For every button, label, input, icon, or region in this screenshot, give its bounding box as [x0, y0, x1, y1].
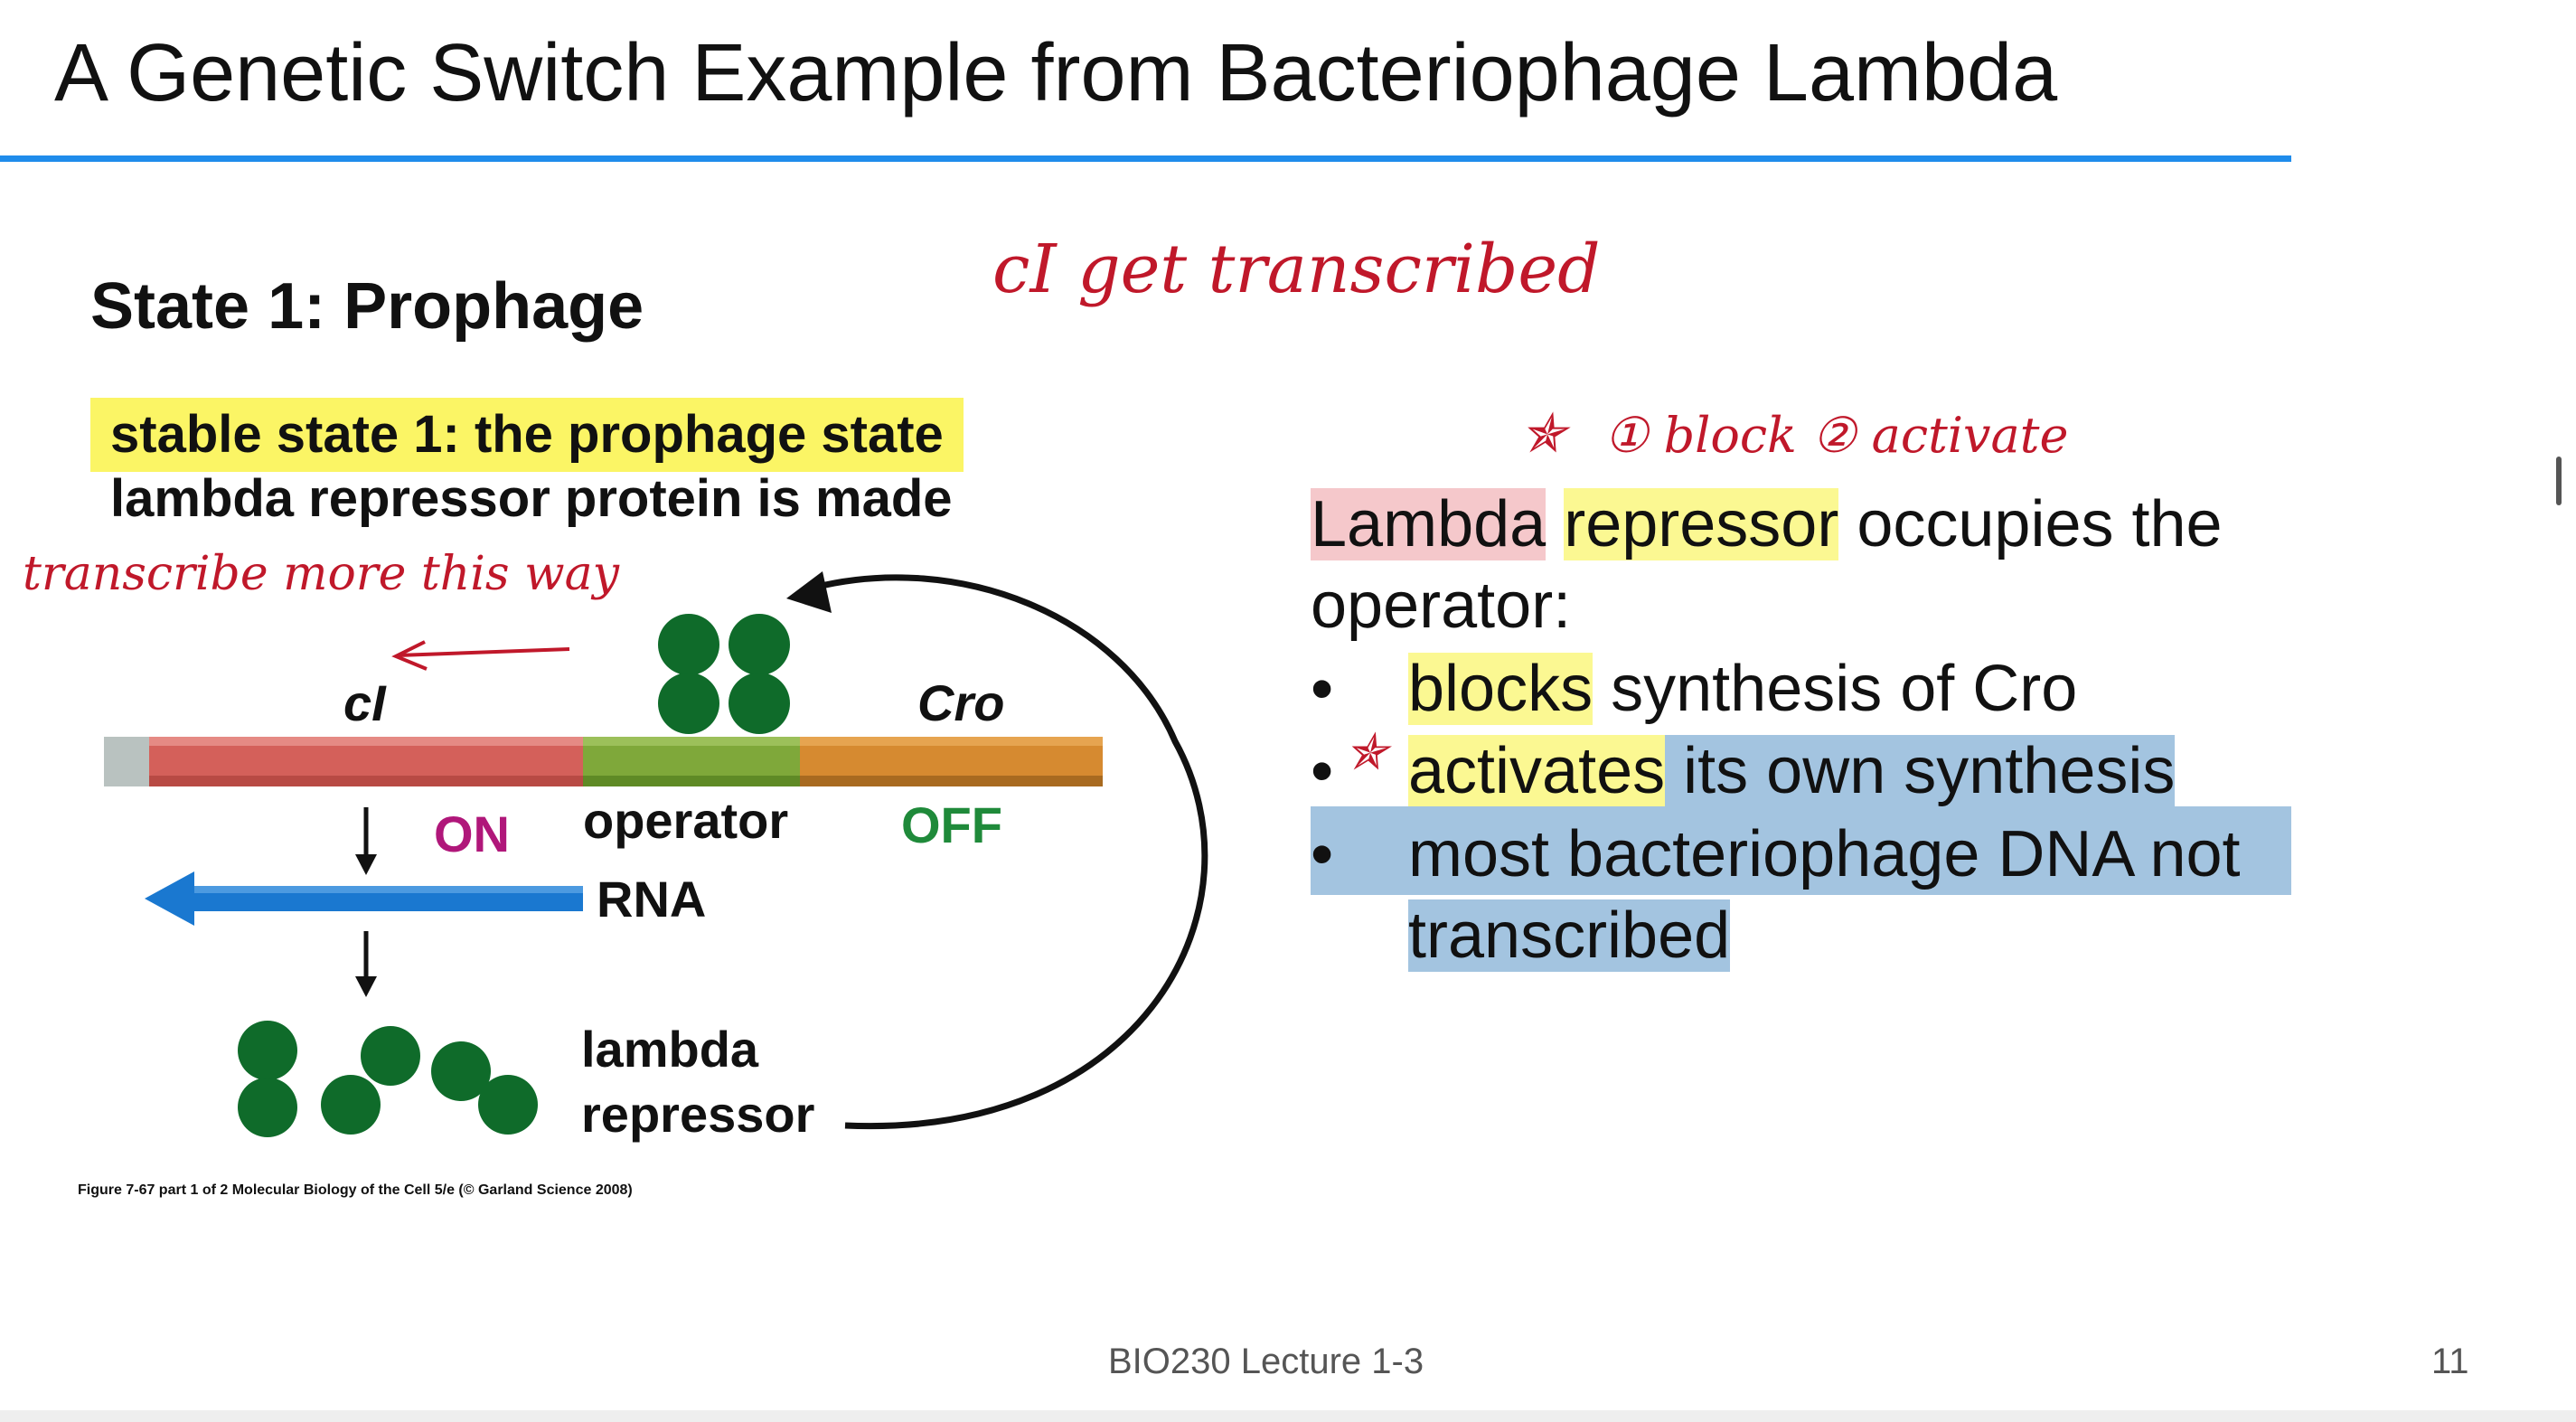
slide-page-number: 11 — [2431, 1342, 2469, 1381]
repressor-label-line1: lambda — [581, 1021, 759, 1078]
bullet-3-line-2: transcribed — [1408, 895, 1731, 976]
state-heading: State 1: Prophage — [90, 270, 644, 343]
ink-transcribe-direction: transcribe more this way — [23, 547, 620, 601]
title-underline — [0, 155, 2291, 162]
figure-protein-label: lambda repressor protein is made — [110, 469, 953, 528]
feedback-arrow — [813, 574, 1208, 1130]
bullet-2: activates its own synthesis — [1408, 730, 2176, 812]
body-line-2: operator: — [1311, 570, 1572, 642]
body-line-1: Lambda repressor occupies the — [1311, 484, 2223, 565]
free-repressor-2 — [321, 1026, 420, 1135]
rna-arrow — [145, 871, 583, 926]
ink-star-2: ✯ — [1345, 723, 1387, 782]
operator-label: operator — [583, 792, 789, 849]
bullet-marker-1: • — [1311, 653, 1334, 725]
highlight-lambda: Lambda — [1311, 488, 1547, 560]
free-repressor-3 — [431, 1041, 538, 1135]
dna-left-cap — [104, 737, 149, 786]
ink-ci-transcribed: cI get transcribed — [992, 231, 1601, 308]
bound-repressor-dimer — [658, 614, 790, 734]
highlight-bullet-3-block — [1311, 806, 2291, 895]
free-repressor-1 — [238, 1021, 297, 1137]
figure-caption: Figure 7-67 part 1 of 2 Molecular Biolog… — [78, 1182, 633, 1198]
repressor-label-line2: repressor — [581, 1086, 815, 1143]
highlight-blocks: blocks — [1408, 653, 1594, 725]
bullet-2-rest: its own synthesis — [1665, 735, 2176, 807]
body-line-1-rest: occupies the — [1838, 488, 2223, 560]
scrollbar-thumb[interactable] — [2556, 457, 2562, 505]
figure-state-label: stable state 1: the prophage state — [90, 398, 964, 472]
rna-label: RNA — [597, 871, 707, 928]
bottom-strip — [0, 1410, 2576, 1422]
bullet-1: blocks synthesis of Cro — [1408, 648, 2077, 730]
highlight-transcribed: transcribed — [1408, 899, 1731, 972]
ink-block-activate: ① block ② activate — [1604, 407, 2069, 464]
highlight-repressor: repressor — [1564, 488, 1839, 560]
gene-cro-label: Cro — [917, 674, 1005, 731]
ink-star-1: ✯ — [1520, 402, 1566, 466]
bullet-1-rest: synthesis of Cro — [1593, 653, 2078, 725]
gene-ci-label: cI — [343, 674, 386, 731]
slide-footer: BIO230 Lecture 1-3 — [1108, 1342, 1424, 1381]
slide-title: A Genetic Switch Example from Bacterioph… — [54, 28, 2058, 118]
down-arrow-1 — [355, 807, 377, 875]
down-arrow-2 — [355, 931, 377, 997]
bullet-3-line-1: most bacteriophage DNA not — [1408, 818, 2241, 890]
bullet-marker-3: • — [1311, 818, 1334, 890]
on-label: ON — [434, 805, 510, 862]
bullet-marker-2: • — [1311, 735, 1334, 807]
off-label: OFF — [901, 796, 1002, 853]
highlight-activates: activates — [1408, 735, 1666, 807]
